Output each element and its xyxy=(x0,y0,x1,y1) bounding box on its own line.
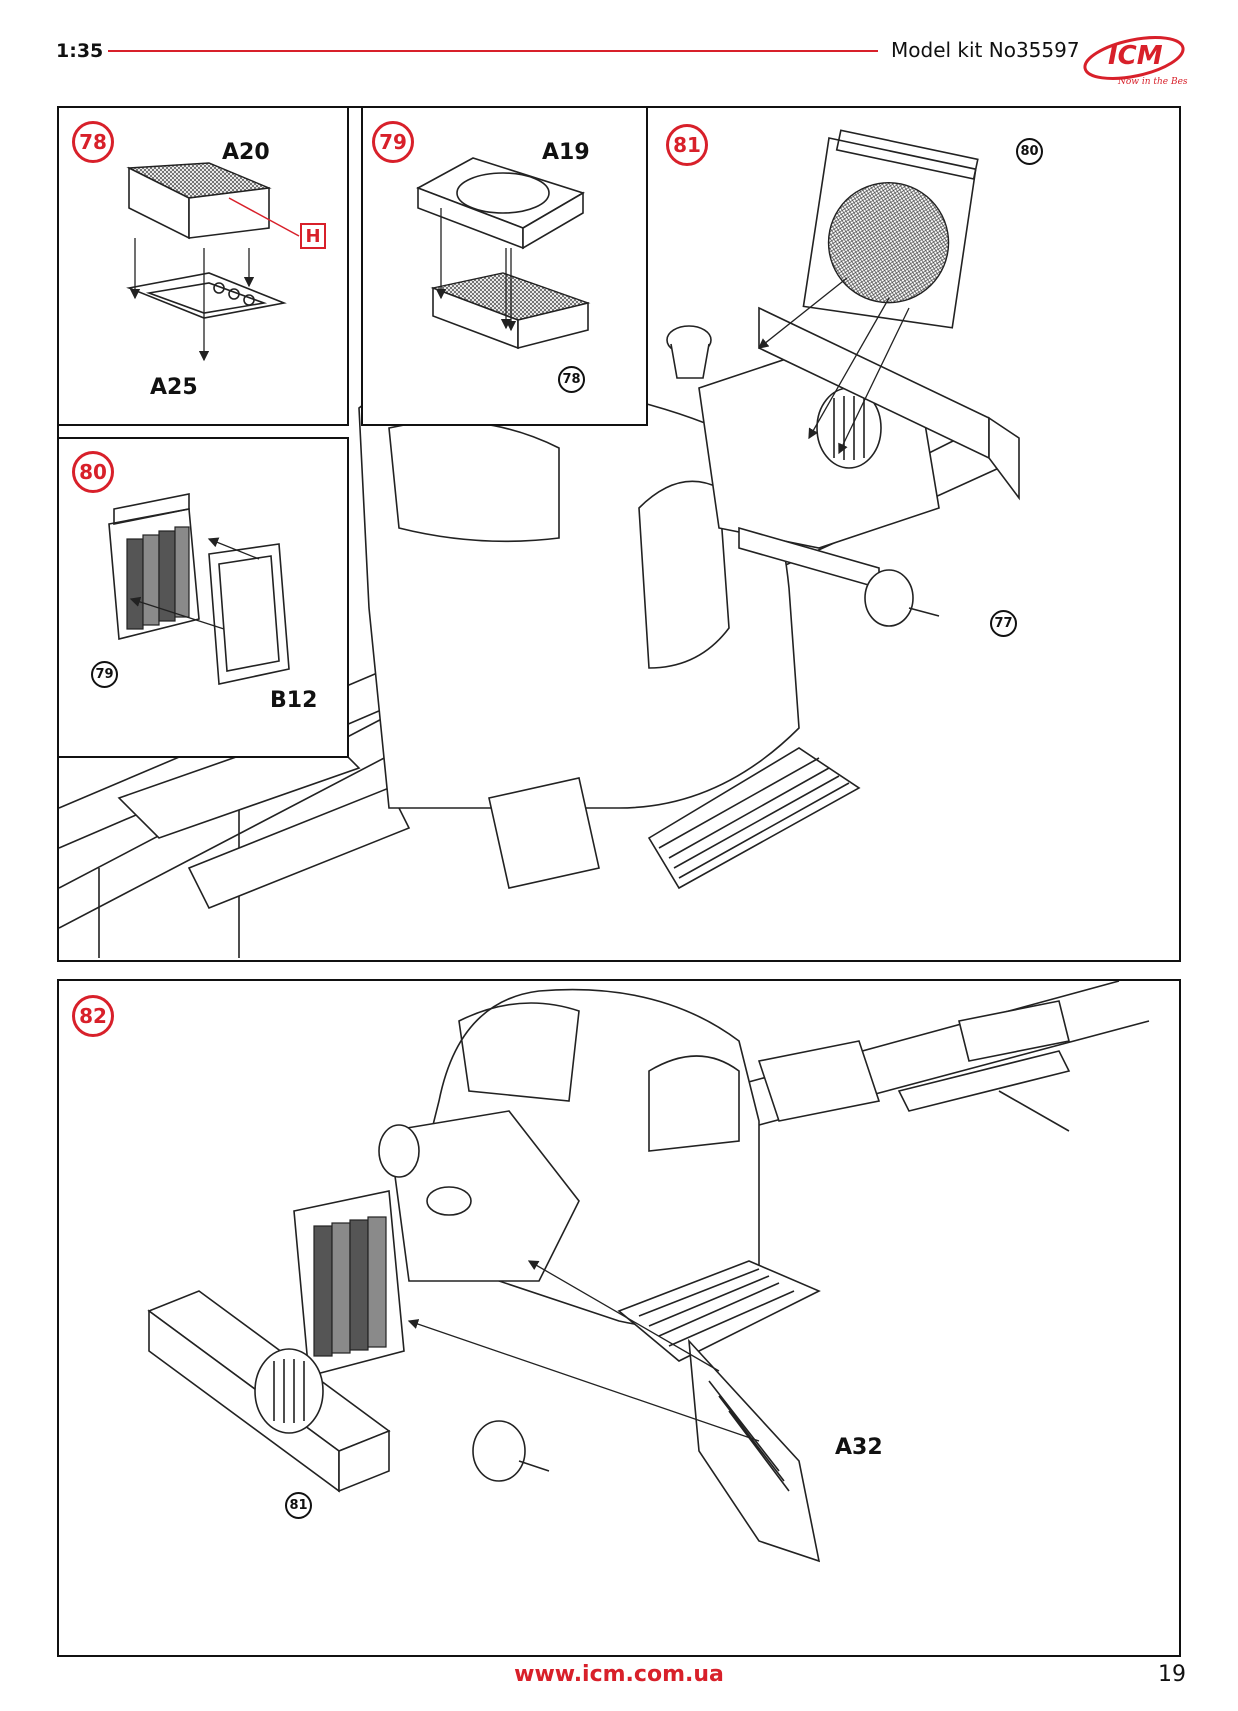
step-81-badge: 81 xyxy=(666,124,708,166)
part-a20-label: A20 xyxy=(222,140,270,165)
part-b12-label: B12 xyxy=(270,688,318,713)
step-78-badge: 78 xyxy=(72,121,114,163)
footer-url[interactable]: www.icm.com.ua xyxy=(514,1662,724,1687)
logo-text: ICM xyxy=(1108,41,1163,71)
icm-logo: ICM Now in the Best xyxy=(1078,28,1188,90)
ref-81-callout: 81 xyxy=(285,1492,312,1519)
header-rule xyxy=(108,50,878,52)
logo-tagline: Now in the Best xyxy=(1117,77,1188,87)
page-number: 19 xyxy=(1158,1662,1186,1687)
step-78-panel xyxy=(57,106,349,426)
part-a32-label: A32 xyxy=(835,1435,883,1460)
part-a19-label: A19 xyxy=(542,140,590,165)
step-82-badge: 82 xyxy=(72,995,114,1037)
scale-label: 1:35 xyxy=(56,40,104,62)
ref-77-callout: 77 xyxy=(990,610,1017,637)
part-a25-label: A25 xyxy=(150,375,198,400)
ref-80-callout: 80 xyxy=(1016,138,1043,165)
ref-79-callout: 79 xyxy=(91,661,118,688)
step-80-badge: 80 xyxy=(72,451,114,493)
ref-78-callout: 78 xyxy=(558,366,585,393)
step-82-panel xyxy=(57,979,1181,1657)
kit-number: Model kit No35597 xyxy=(891,38,1080,62)
step-80-panel xyxy=(57,437,349,758)
step-79-panel xyxy=(361,106,648,426)
paint-h-callout: H xyxy=(300,223,326,249)
step-79-badge: 79 xyxy=(372,121,414,163)
